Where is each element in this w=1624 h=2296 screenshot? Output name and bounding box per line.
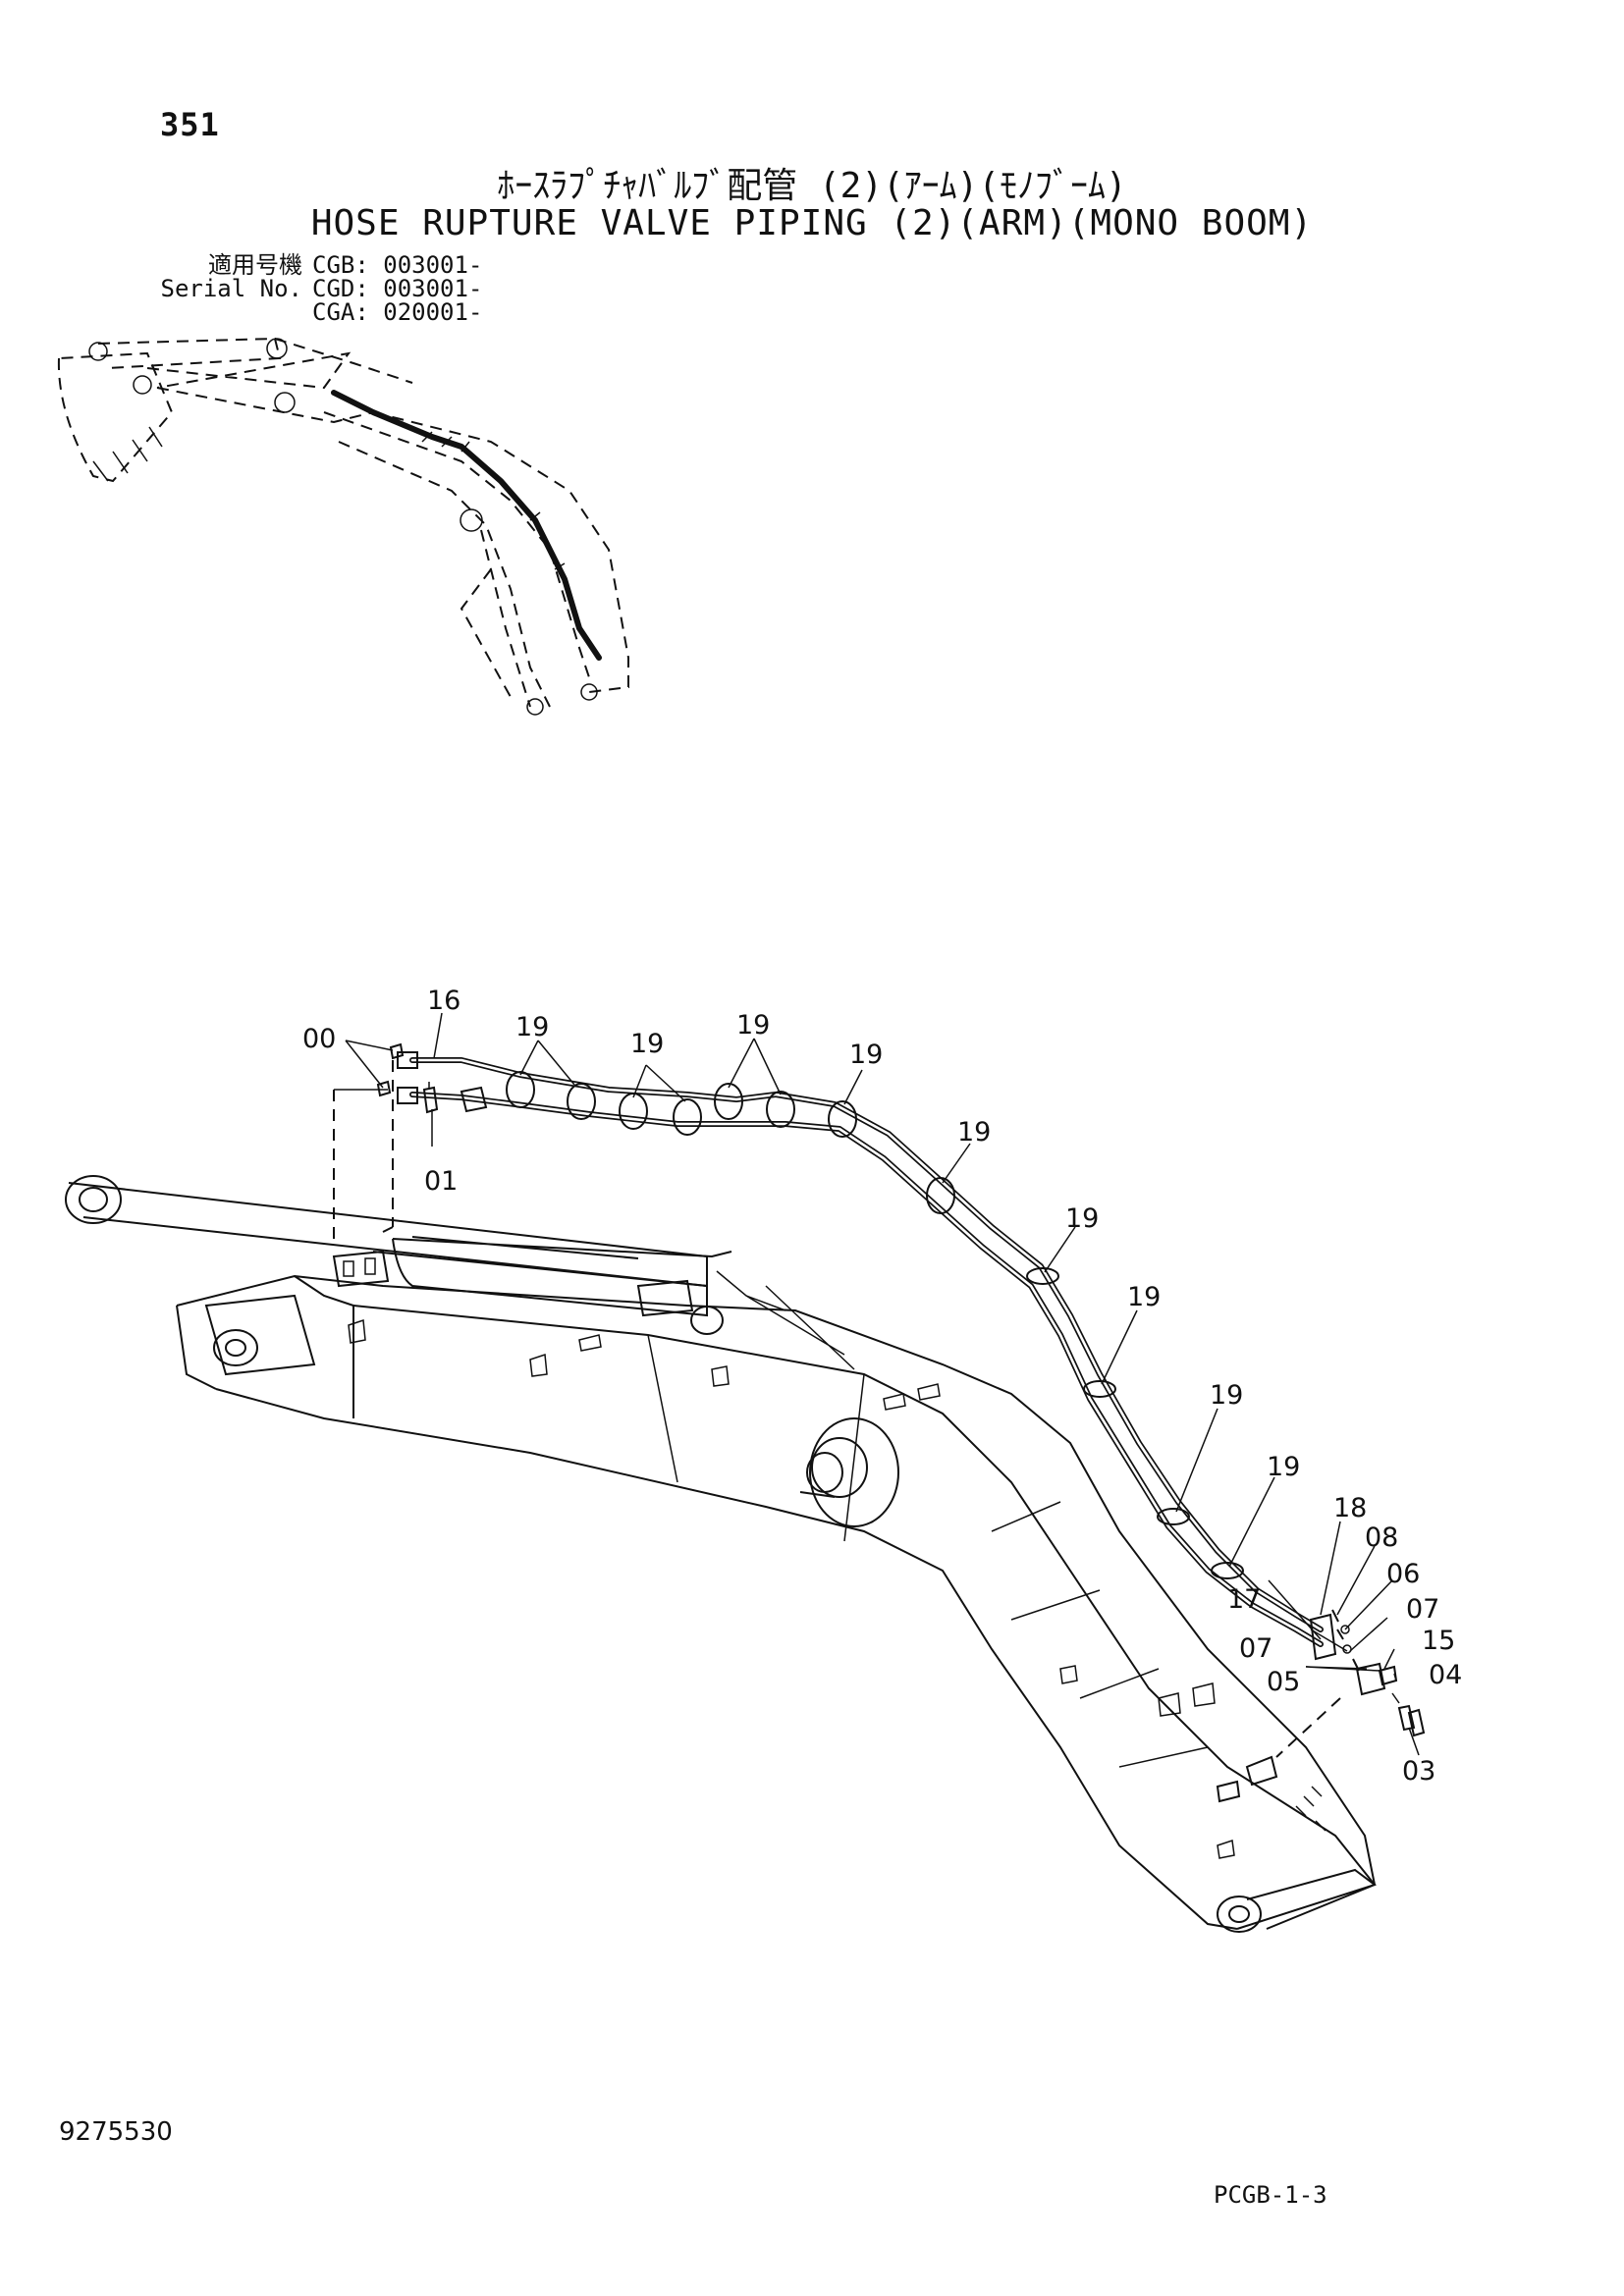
callout-00: 00 xyxy=(302,1024,336,1054)
serial-code-cga: CGA: 020001- xyxy=(312,298,483,326)
page-number: 351 xyxy=(160,106,220,143)
callout-06: 06 xyxy=(1386,1559,1420,1589)
callout-labels: 00 16 19 19 19 19 19 19 19 19 19 18 08 0… xyxy=(302,986,1462,1787)
boom-assembly xyxy=(65,1060,1378,1933)
callout-19-i: 19 xyxy=(1267,1452,1300,1482)
callout-19-c: 19 xyxy=(736,1010,770,1041)
callout-19-d: 19 xyxy=(849,1040,883,1070)
serial-label-jp: 適用号機 xyxy=(208,251,302,279)
callout-01: 01 xyxy=(424,1166,458,1197)
callout-19-e: 19 xyxy=(957,1117,991,1148)
callout-05: 05 xyxy=(1267,1667,1300,1697)
title-japanese: ﾎｰｽﾗﾌﾟﾁｬﾊﾞﾙﾌﾞ配管 (2)(ｱｰﾑ)(ﾓﾉﾌﾞｰﾑ) xyxy=(497,166,1127,206)
callout-08: 08 xyxy=(1365,1522,1398,1553)
document-number: 9275530 xyxy=(59,2117,173,2147)
callout-19-b: 19 xyxy=(630,1029,664,1059)
serial-code-cgd: CGD: 003001- xyxy=(312,275,483,302)
callout-19-a: 19 xyxy=(515,1012,549,1042)
callout-16: 16 xyxy=(427,986,460,1016)
callout-04: 04 xyxy=(1429,1660,1462,1690)
hose-clamps xyxy=(506,1071,1244,1579)
serial-codes: CGB: 003001- CGD: 003001- CGA: 020001- xyxy=(312,253,482,324)
callout-19-f: 19 xyxy=(1065,1203,1099,1234)
page-code: PCGB-1-3 xyxy=(1214,2181,1327,2209)
overview-thumbnail xyxy=(57,337,629,716)
title-english: HOSE RUPTURE VALVE PIPING (2)(ARM)(MONO … xyxy=(310,203,1314,243)
hose-lines xyxy=(397,1051,1337,1661)
callout-leaders xyxy=(345,1012,1420,1756)
callout-07-right: 07 xyxy=(1406,1594,1439,1625)
callout-18: 18 xyxy=(1333,1493,1367,1523)
serial-code-cgb: CGB: 003001- xyxy=(312,251,483,279)
callout-07-left: 07 xyxy=(1239,1633,1272,1664)
serial-labels: 適用号機 Serial No. xyxy=(155,251,303,302)
serial-label-en: Serial No. xyxy=(160,275,303,302)
callout-17: 17 xyxy=(1227,1584,1261,1615)
callout-03: 03 xyxy=(1402,1756,1435,1787)
callout-15: 15 xyxy=(1422,1626,1455,1656)
callout-19-g: 19 xyxy=(1127,1282,1161,1312)
callout-19-h: 19 xyxy=(1210,1380,1243,1411)
